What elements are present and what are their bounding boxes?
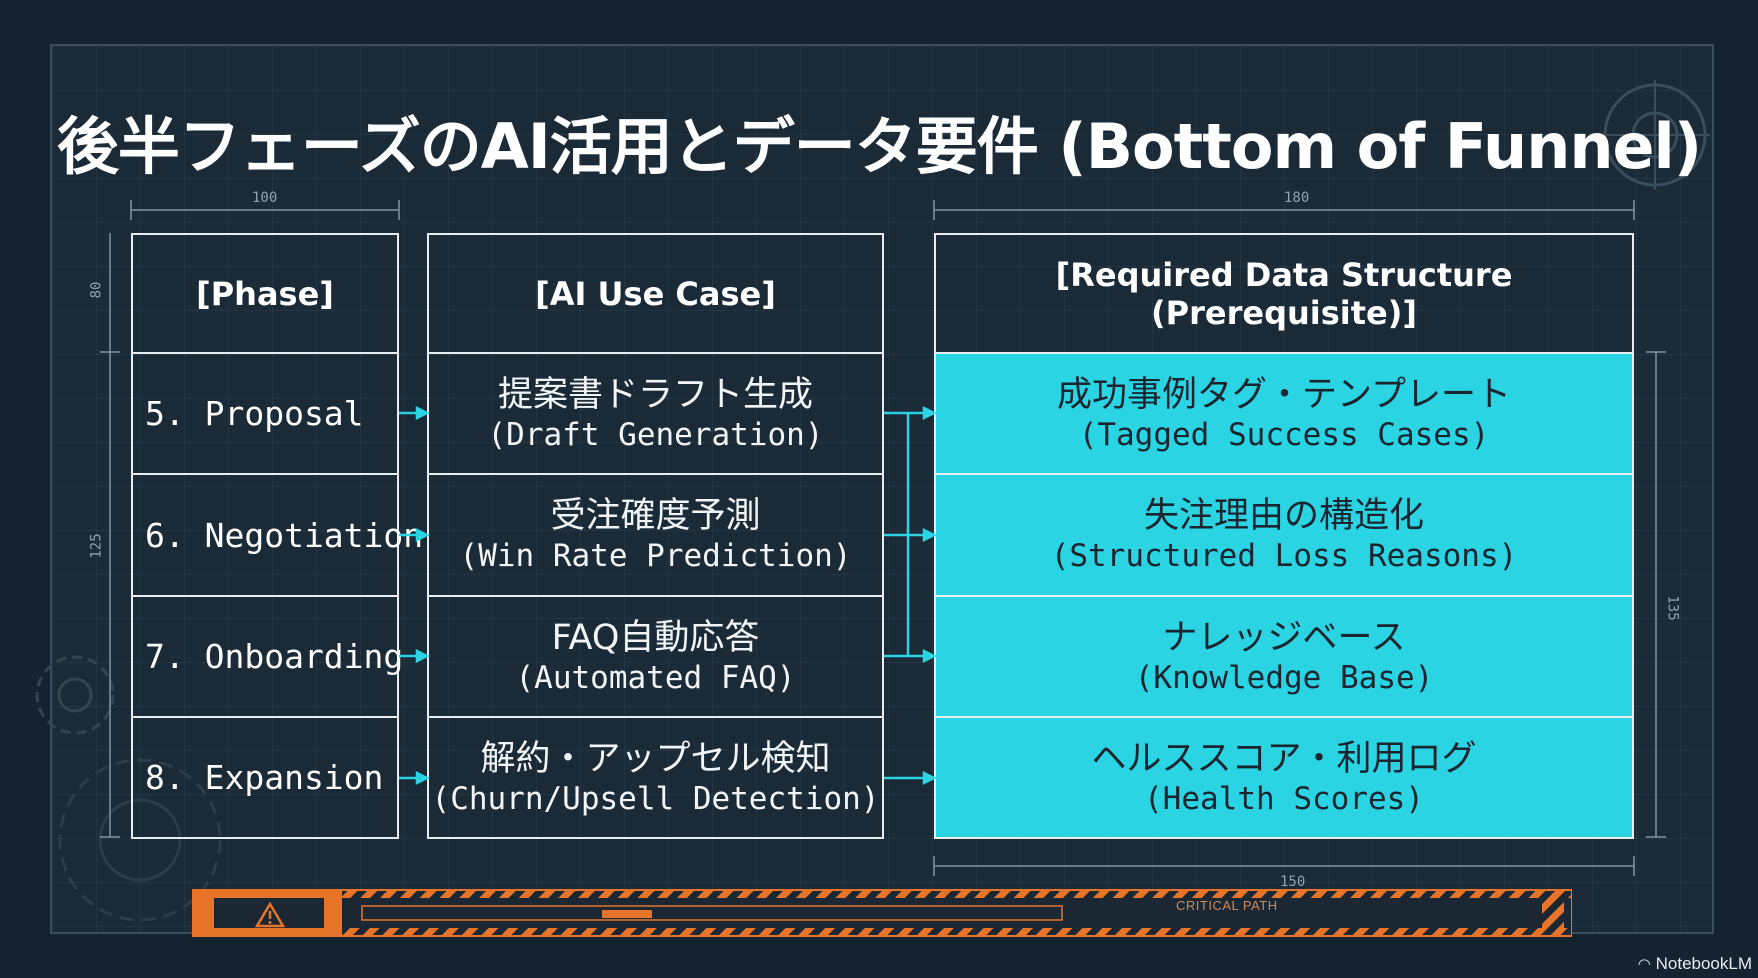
dimension-label: 180	[1284, 190, 1310, 206]
phase-cell: 7. Onboarding	[131, 595, 403, 718]
dimension-label: 135	[1664, 595, 1681, 621]
use-case-jp: 受注確度予測	[550, 496, 761, 536]
data-requirement-en: (Tagged Success Cases)	[1078, 416, 1490, 453]
use-case-cell: 受注確度予測 (Win Rate Prediction)	[427, 473, 884, 597]
use-case-cell: 提案書ドラフト生成 (Draft Generation)	[427, 352, 884, 475]
page-title: 後半フェーズのAI活用とデータ要件 (Bottom of Funnel)	[56, 110, 1702, 183]
use-case-en: (Automated FAQ)	[515, 659, 796, 696]
data-requirement-en: (Health Scores)	[1144, 780, 1424, 817]
phase-cell: 5. Proposal	[131, 352, 399, 475]
critical-path-label: CRITICAL PATH	[1176, 898, 1278, 913]
use-case-cell: FAQ自動応答 (Automated FAQ)	[427, 595, 884, 718]
data-requirement-jp: 失注理由の構造化	[1143, 496, 1424, 536]
data-requirement-jp: ナレッジベース	[1162, 617, 1406, 658]
use-case-en: (Draft Generation)	[487, 416, 824, 453]
data-requirement-cell: 成功事例タグ・テンプレート (Tagged Success Cases)	[934, 352, 1634, 475]
data-requirement-cell: ヘルススコア・利用ログ (Health Scores)	[934, 716, 1634, 839]
data-requirement-jp: 成功事例タグ・テンプレート	[1057, 374, 1511, 415]
phase-cell: 6. Negotiation	[131, 473, 423, 597]
data-requirement-en: (Knowledge Base)	[1134, 659, 1434, 696]
watermark-text: NotebookLM	[1655, 954, 1752, 973]
dimension-label: 125	[88, 533, 105, 559]
header-phase: [Phase]	[131, 233, 399, 354]
data-requirement-cell: 失注理由の構造化 (Structured Loss Reasons)	[934, 473, 1634, 597]
use-case-jp: FAQ自動応答	[551, 617, 760, 658]
notebooklm-watermark: ◠ NotebookLM	[1638, 954, 1752, 974]
dimension-label: 150	[1280, 874, 1306, 890]
dimension-label: 80	[88, 281, 105, 299]
header-ai-use-case: [AI Use Case]	[427, 233, 884, 354]
data-requirement-cell: ナレッジベース (Knowledge Base)	[934, 595, 1634, 718]
use-case-en: (Win Rate Prediction)	[459, 538, 852, 574]
use-case-cell: 解約・アップセル検知 (Churn/Upsell Detection)	[427, 716, 884, 839]
data-requirement-jp: ヘルススコア・利用ログ	[1091, 738, 1477, 779]
use-case-jp: 提案書ドラフト生成	[497, 374, 813, 415]
notebooklm-logo-icon: ◠	[1637, 956, 1651, 973]
dimension-label: 100	[252, 190, 278, 206]
data-requirement-en: (Structured Loss Reasons)	[1050, 538, 1518, 574]
use-case-en: (Churn/Upsell Detection)	[431, 780, 880, 817]
use-case-jp: 解約・アップセル検知	[480, 738, 831, 779]
header-required-data: [Required Data Structure (Prerequisite)]	[934, 233, 1634, 354]
phase-cell: 8. Expansion	[131, 716, 399, 839]
